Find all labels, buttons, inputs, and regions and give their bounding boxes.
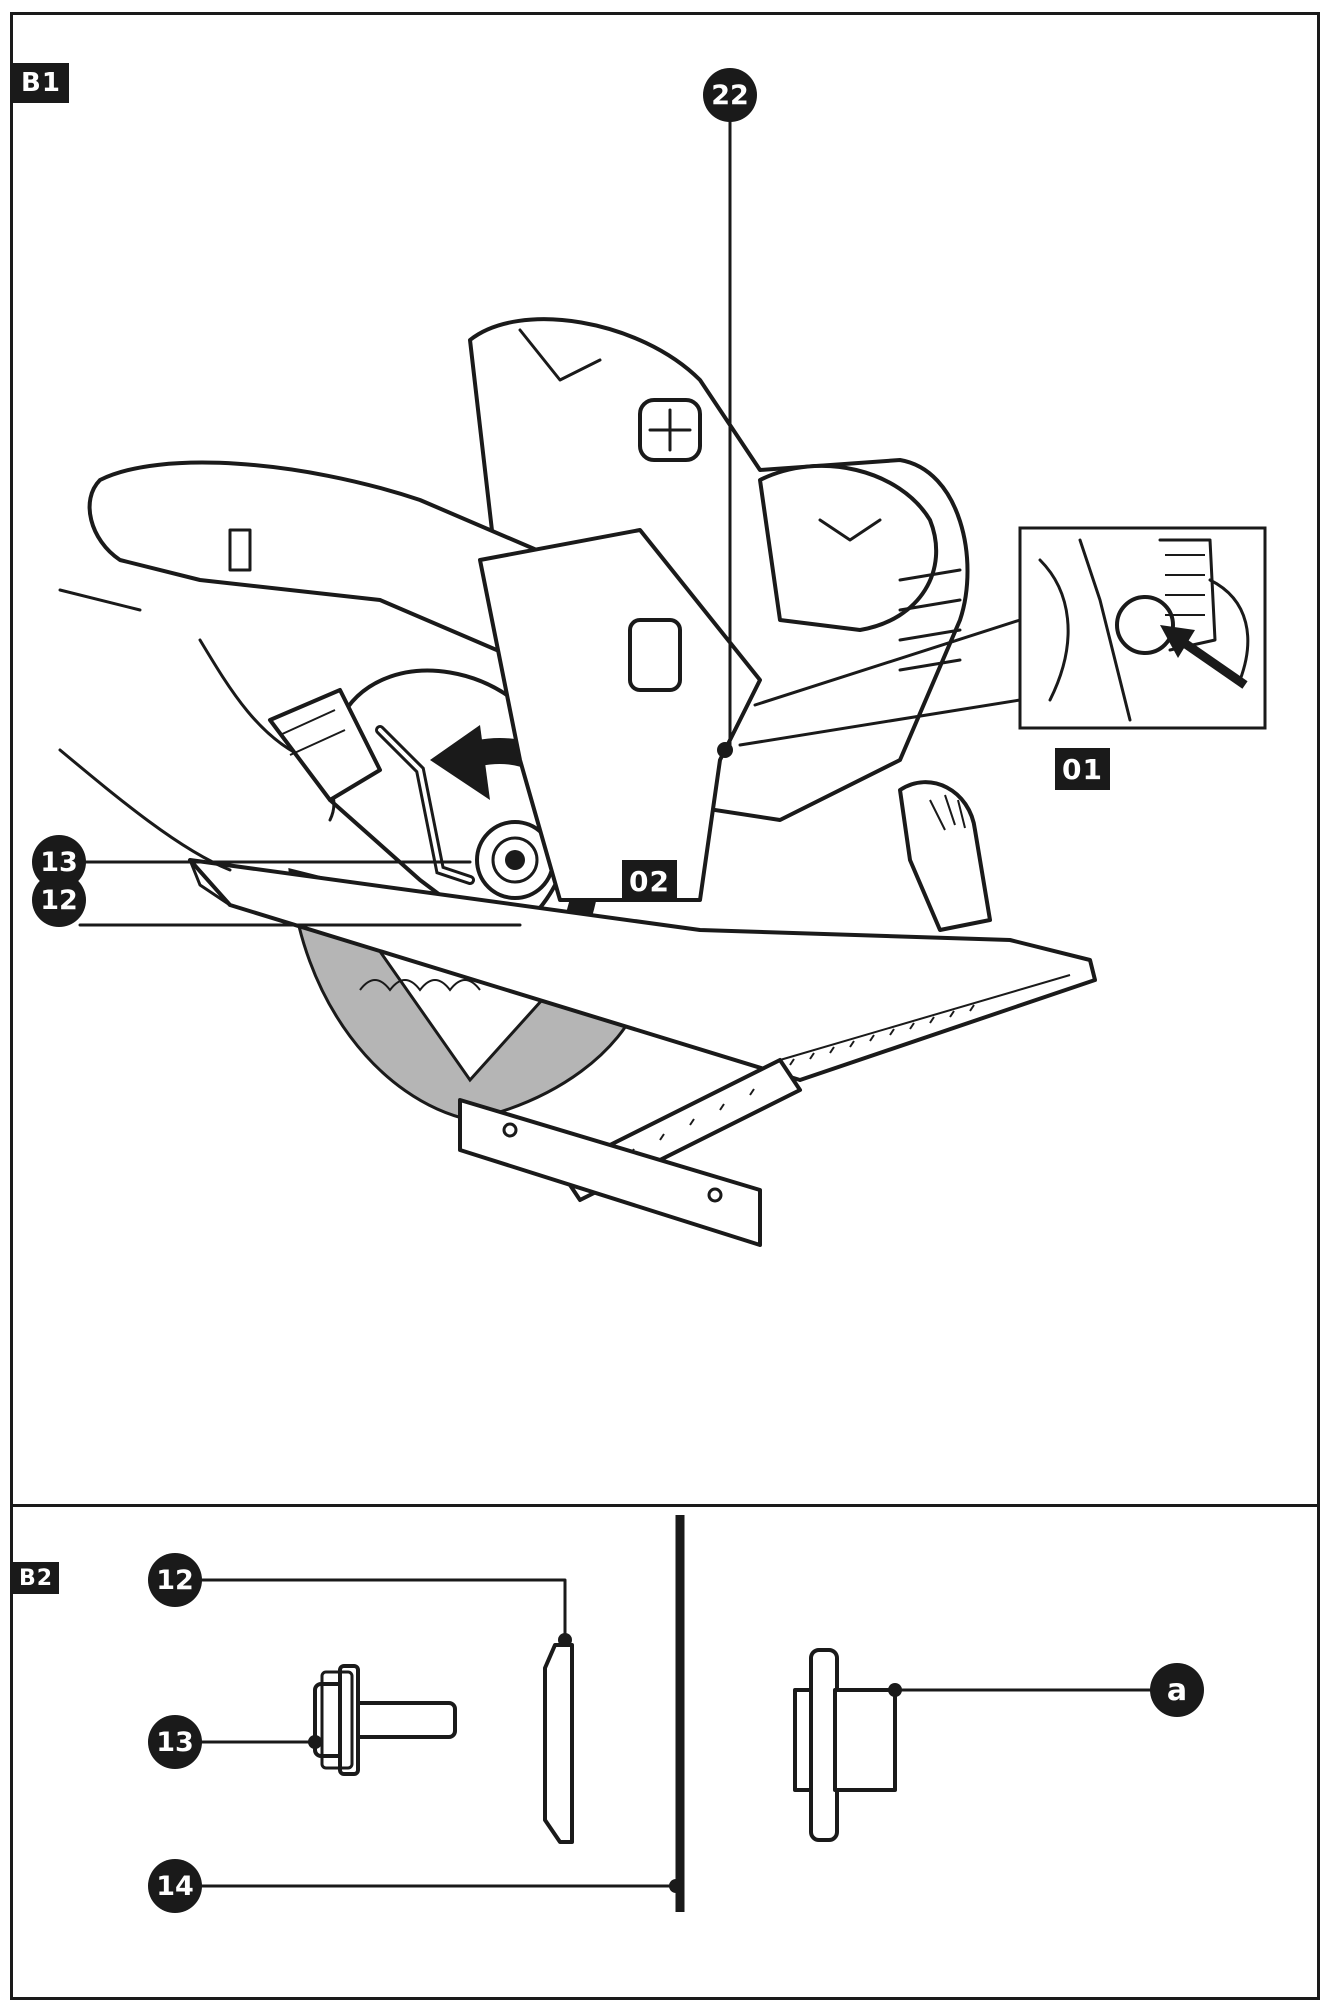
panel-b2-frame <box>10 1504 1320 2000</box>
outer-flange-part <box>543 1643 574 1844</box>
callout-b2-13: 13 <box>148 1715 202 1769</box>
inner-flange-part <box>793 1648 897 1842</box>
circular-saw-illustration <box>58 317 1097 1247</box>
bolt-part <box>313 1664 457 1776</box>
label-02: 02 <box>622 860 677 902</box>
callout-b2-12: 12 <box>148 1553 202 1607</box>
callout-b2-a: a <box>1150 1663 1204 1717</box>
panel-b1-tag: B1 <box>13 63 69 103</box>
inset-detail <box>738 526 1267 747</box>
label-01: 01 <box>1055 748 1110 790</box>
panel-b2-tag: B2 <box>13 1562 59 1594</box>
callout-22: 22 <box>703 68 757 122</box>
callout-b2-14: 14 <box>148 1859 202 1913</box>
callout-12: 12 <box>32 873 86 927</box>
